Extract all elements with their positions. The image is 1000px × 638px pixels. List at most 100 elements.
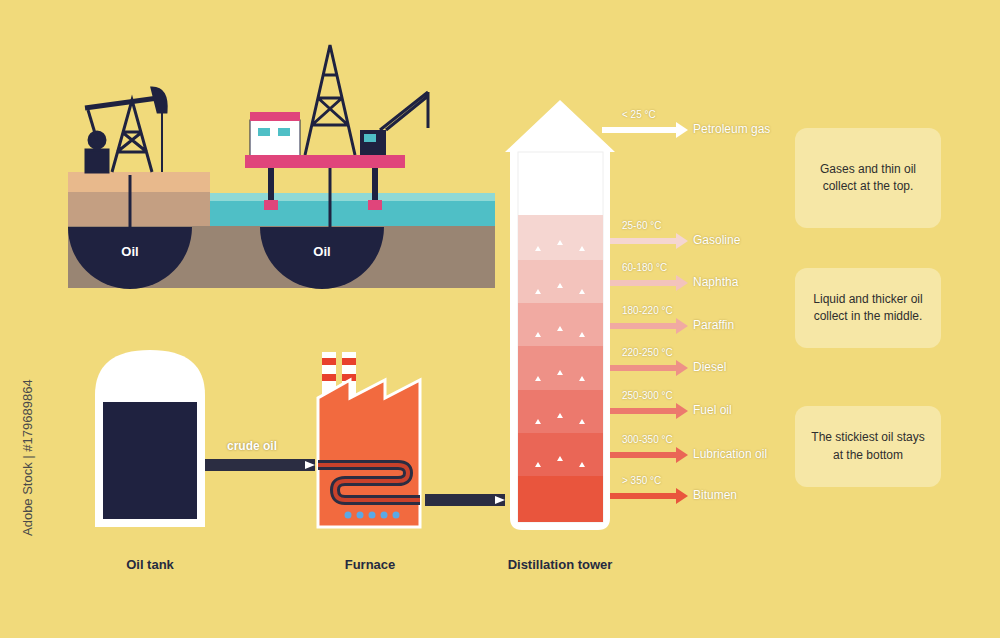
tower-drawing — [505, 100, 615, 530]
bubble-cap — [535, 289, 541, 294]
offshore-platform — [250, 120, 300, 156]
furnace-drawing — [345, 512, 352, 519]
bubble-cap — [535, 462, 541, 467]
offshore-platform — [380, 92, 428, 130]
watermark: Adobe Stock | #179689864 — [20, 379, 35, 536]
furnace-drawing — [318, 465, 420, 500]
note-box: Gases and thin oil collect at the top. — [795, 128, 941, 228]
tower-band — [518, 390, 603, 433]
node-label: Oil — [313, 244, 330, 259]
ground — [68, 172, 210, 192]
pipe — [425, 494, 505, 506]
fraction-name: Diesel — [693, 360, 726, 374]
pump-jack — [85, 88, 166, 228]
note-text: Liquid and thicker oil collect in the mi… — [807, 291, 929, 326]
pump-jack — [85, 98, 158, 108]
offshore-platform — [268, 165, 274, 205]
oil-reservoir: Oil — [68, 227, 192, 289]
offshore-platform — [329, 168, 332, 228]
furnace: Furnace — [315, 350, 425, 572]
bubble-cap — [579, 289, 585, 294]
ground — [68, 192, 210, 226]
furnace-drawing — [369, 512, 376, 519]
temperature-label: 250-300 °C — [622, 390, 673, 401]
tower-band — [518, 260, 603, 303]
fraction-name: Bitumen — [693, 488, 737, 502]
temperature-label: 60-180 °C — [622, 262, 667, 273]
tower-band — [518, 215, 603, 260]
ground — [68, 226, 495, 288]
temperature-label: > 350 °C — [622, 475, 661, 486]
offshore-platform — [278, 128, 290, 136]
offshore-platform — [250, 112, 300, 121]
tower-band — [518, 433, 603, 476]
bubble-cap — [579, 419, 585, 424]
oil-tank-drawing — [95, 350, 205, 527]
bubble-cap — [579, 376, 585, 381]
oil-tank-drawing — [103, 402, 197, 519]
note-text: Gases and thin oil collect at the top. — [807, 161, 929, 196]
temperature-label: 300-350 °C — [622, 434, 673, 445]
fraction-arrow — [610, 233, 688, 249]
bubble-cap — [557, 370, 563, 375]
tower-band — [518, 476, 603, 522]
bubble-cap — [535, 246, 541, 251]
furnace-drawing — [381, 512, 388, 519]
offshore-platform — [368, 200, 382, 210]
pipe — [205, 459, 315, 471]
temperature-label: < 25 °C — [622, 109, 656, 120]
tower-drawing — [518, 152, 603, 522]
note-text: The stickiest oil stays at the bottom — [807, 429, 929, 464]
ground — [210, 201, 495, 226]
fraction-name: Petroleum gas — [693, 122, 770, 136]
fraction-name: Paraffin — [693, 318, 734, 332]
pump-jack — [86, 150, 108, 172]
furnace-drawing — [345, 512, 400, 519]
offshore-platform — [264, 200, 278, 210]
temperature-label: 25-60 °C — [622, 220, 662, 231]
offshore-platform — [364, 134, 376, 142]
reservoir-shape — [260, 227, 384, 289]
distillation-tower: Distillation tower — [505, 100, 615, 572]
tower-band — [518, 303, 603, 346]
furnace-drawing — [357, 512, 364, 519]
fraction-arrow — [610, 275, 688, 291]
fraction-name: Naphtha — [693, 275, 738, 289]
temperature-label: 180-220 °C — [622, 305, 673, 316]
offshore-platform — [258, 128, 270, 136]
tower-band — [518, 346, 603, 390]
offshore-platform — [360, 130, 386, 156]
node-label: Oil — [121, 244, 138, 259]
pipe-label: crude oil — [227, 439, 277, 453]
pump-jack — [129, 175, 132, 228]
furnace-drawing — [322, 374, 336, 381]
fraction-arrow — [610, 318, 688, 334]
bubble-cap — [579, 246, 585, 251]
oil-tank: Oil tank — [95, 350, 205, 572]
offshore-platform — [305, 45, 355, 155]
furnace-drawing — [318, 352, 420, 527]
node-label: Oil tank — [126, 557, 174, 572]
fraction-arrow — [602, 122, 688, 138]
bubble-cap — [557, 413, 563, 418]
tower-drawing — [505, 100, 615, 530]
furnace-drawing — [342, 358, 356, 365]
bubble-cap — [579, 462, 585, 467]
furnace-drawing — [393, 512, 400, 519]
pump-jack — [88, 110, 97, 140]
ground — [68, 172, 495, 288]
ground — [210, 193, 495, 201]
offshore-platform — [245, 45, 428, 228]
pump-jack — [152, 88, 166, 112]
reservoir-shape — [68, 227, 192, 289]
node-label: Distillation tower — [508, 557, 613, 572]
fraction-name: Gasoline — [693, 233, 740, 247]
fraction-arrow — [610, 447, 688, 463]
note-box: Liquid and thicker oil collect in the mi… — [795, 268, 941, 348]
pump-jack — [161, 112, 163, 172]
furnace-drawing — [318, 380, 420, 527]
temperature-label: 220-250 °C — [622, 347, 673, 358]
bubble-cap — [557, 283, 563, 288]
fraction-name: Lubrication oil — [693, 447, 767, 461]
